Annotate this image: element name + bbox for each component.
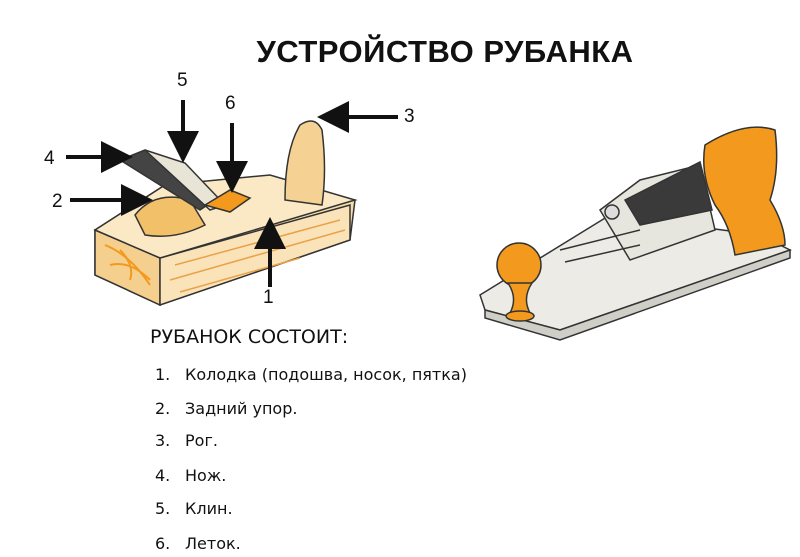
callout-label-6: 6 bbox=[225, 93, 236, 114]
list-heading: РУБАНОК СОСТОИТ: bbox=[150, 326, 349, 348]
callout-label-3: 3 bbox=[404, 106, 415, 127]
wooden-plane-drawing bbox=[93, 120, 358, 307]
list-item: 5.Клин. bbox=[155, 499, 233, 518]
list-item: 6.Леток. bbox=[155, 534, 241, 553]
callout-label-2: 2 bbox=[52, 191, 63, 212]
callout-label-5: 5 bbox=[177, 70, 188, 91]
callout-label-4: 4 bbox=[44, 148, 55, 169]
page-title: УСТРОЙСТВО РУБАНКА bbox=[256, 34, 634, 69]
metal-plane-drawing bbox=[479, 126, 792, 341]
list-item: 4.Нож. bbox=[155, 466, 227, 485]
callout-arrows bbox=[66, 100, 398, 287]
list-item: 3.Рог. bbox=[155, 431, 218, 450]
list-item: 1.Колодка (подошва, носок, пятка) bbox=[155, 365, 467, 384]
list-item: 2.Задний упор. bbox=[155, 399, 298, 418]
callout-label-1: 1 bbox=[263, 287, 274, 308]
